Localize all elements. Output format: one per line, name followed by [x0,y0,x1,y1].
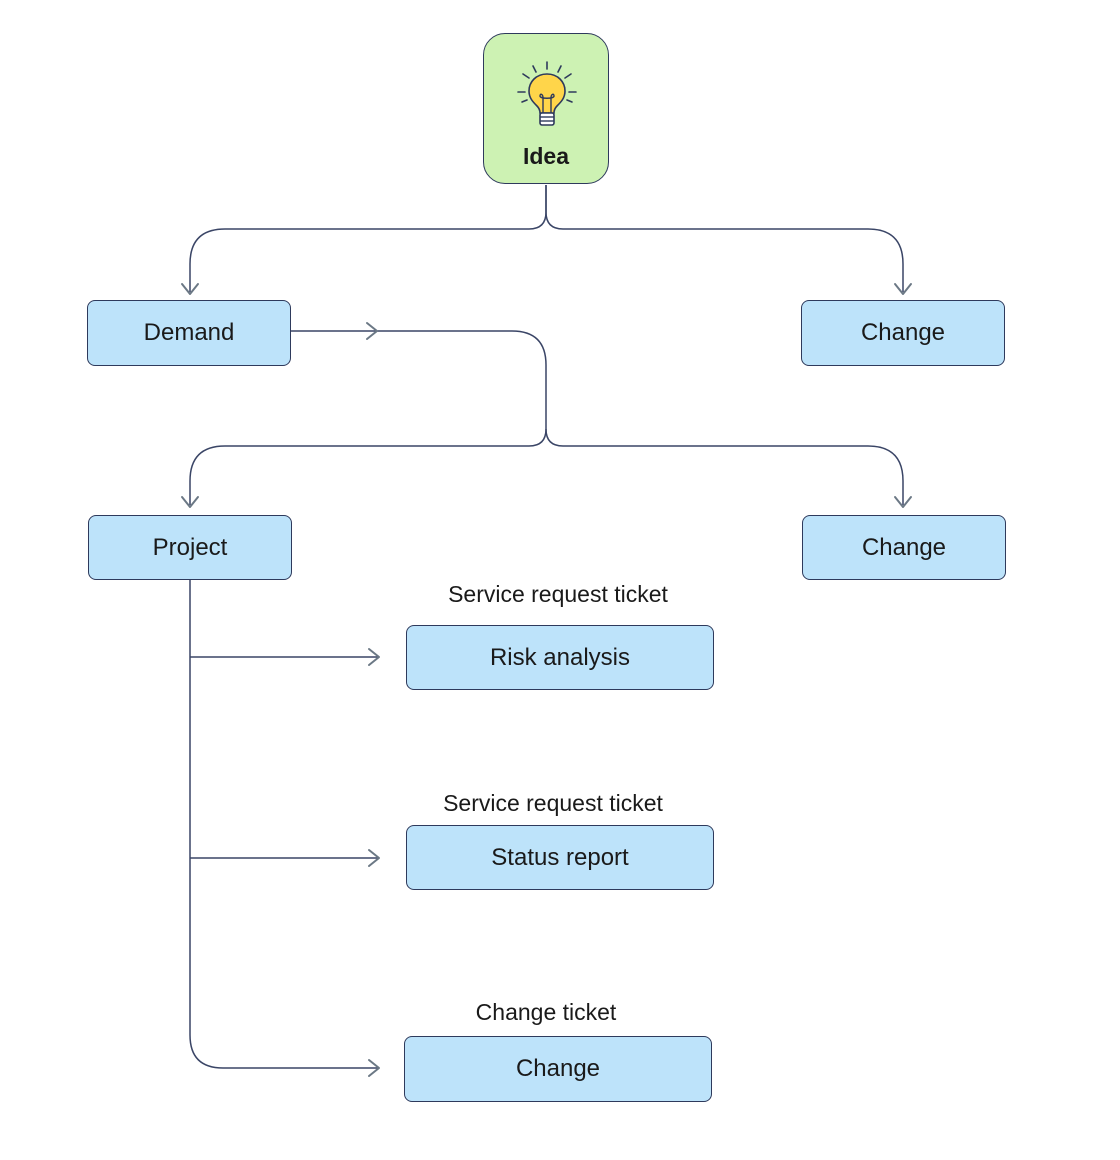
lightbulb-icon [517,61,577,126]
connector-demand-to-split [189,330,547,505]
node-project: Project [88,515,292,580]
idea-label: Idea [522,143,570,169]
arrowhead-status [368,849,380,867]
arrowhead-change-2 [894,496,912,508]
node-change-right-1: Change [801,300,1005,366]
node-demand: Demand [87,300,291,366]
connector-idea-to-demand [189,185,547,292]
arrowhead-demand [181,283,199,295]
arrowhead-project [181,496,199,508]
connector-project-trunk [189,580,378,1069]
arrowhead-mid [366,322,378,340]
node-status-report: Status report [406,825,714,890]
node-change-right-2: Change [802,515,1006,580]
arrowhead-change-3 [368,1059,380,1077]
caption-change-ticket: Change ticket [475,999,617,1025]
node-risk-analysis: Risk analysis [406,625,714,690]
caption-risk-analysis: Service request ticket [448,581,668,607]
caption-status-report: Service request ticket [443,790,663,816]
connector-split-to-change [545,428,904,505]
connector-idea-to-change [545,185,904,292]
arrowhead-change-1 [894,283,912,295]
node-change-bottom: Change [404,1036,712,1102]
arrowhead-risk [368,648,380,666]
node-idea: Idea [483,33,609,184]
